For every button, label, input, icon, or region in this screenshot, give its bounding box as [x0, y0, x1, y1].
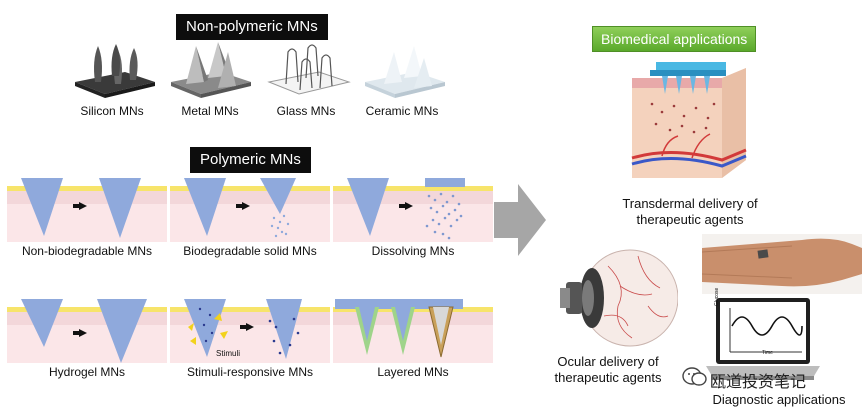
polymeric-title: Polymeric MNs — [190, 147, 311, 173]
transdermal-illustration — [631, 62, 747, 178]
stimuli-responsive-label: Stimuli-responsive MNs — [186, 365, 314, 379]
transdermal-caption-line2: therapeutic agents — [636, 212, 744, 227]
ocular-caption-line1: Ocular delivery of — [557, 354, 659, 369]
graph-axis-x-label: Time — [762, 350, 773, 356]
stimuli-responsive-panel: Stimuli Stimuli-responsive MNs — [170, 297, 330, 384]
eye-illustration — [560, 249, 678, 347]
dissolving-illustration — [333, 178, 493, 242]
layered-label: Layered MNs — [377, 365, 449, 379]
silicon-mn-label: Silicon MNs — [80, 104, 144, 118]
transdermal-caption: Transdermal delivery of therapeutic agen… — [608, 196, 772, 228]
right-arrow-icon — [494, 184, 546, 256]
non-biodegradable-panel: Non-biodegradable MNs — [7, 176, 167, 263]
watermark-text: 瓯道投资笔记 — [710, 374, 807, 391]
biodegradable-solid-label: Biodegradable solid MNs — [183, 244, 317, 258]
ceramic-mn-image — [365, 46, 445, 98]
arm-illustration — [702, 234, 862, 294]
graph-axis-y-label: Glucose — [714, 287, 720, 306]
biodegradable-solid-illustration — [170, 178, 330, 242]
non-biodegradable-illustration — [7, 178, 167, 242]
dissolving-label: Dissolving MNs — [371, 244, 455, 258]
hydrogel-panel: Hydrogel MNs — [7, 297, 167, 384]
layered-panel: Layered MNs — [333, 297, 493, 384]
transdermal-caption-line1: Transdermal delivery of — [622, 196, 758, 211]
glass-mn-image — [267, 44, 351, 95]
laptop-illustration — [706, 298, 820, 380]
ceramic-mn-label: Ceramic MNs — [365, 104, 439, 118]
hydrogel-illustration — [7, 299, 167, 363]
stimuli-text: Stimuli — [216, 349, 241, 358]
biodegradable-solid-panel: Biodegradable solid MNs — [170, 176, 330, 263]
metal-mn-image — [171, 42, 251, 98]
non-polymeric-title: Non-polymeric MNs — [176, 14, 328, 40]
non-biodegradable-label: Non-biodegradable MNs — [21, 244, 153, 258]
dissolving-panel: Dissolving MNs — [333, 176, 493, 263]
hydrogel-label: Hydrogel MNs — [48, 365, 126, 379]
layered-illustration — [333, 299, 493, 363]
ocular-caption-line2: therapeutic agents — [554, 370, 662, 385]
biomedical-applications-title: Biomedical applications — [592, 26, 757, 52]
stimuli-responsive-illustration — [170, 299, 330, 363]
wechat-icon — [682, 367, 707, 386]
ocular-caption: Ocular delivery of therapeutic agents — [546, 354, 670, 386]
diagnostic-caption: Diagnostic applications — [712, 392, 846, 407]
glass-mn-label: Glass MNs — [276, 104, 336, 118]
metal-mn-label: Metal MNs — [181, 104, 239, 118]
silicon-mn-image — [75, 44, 155, 98]
